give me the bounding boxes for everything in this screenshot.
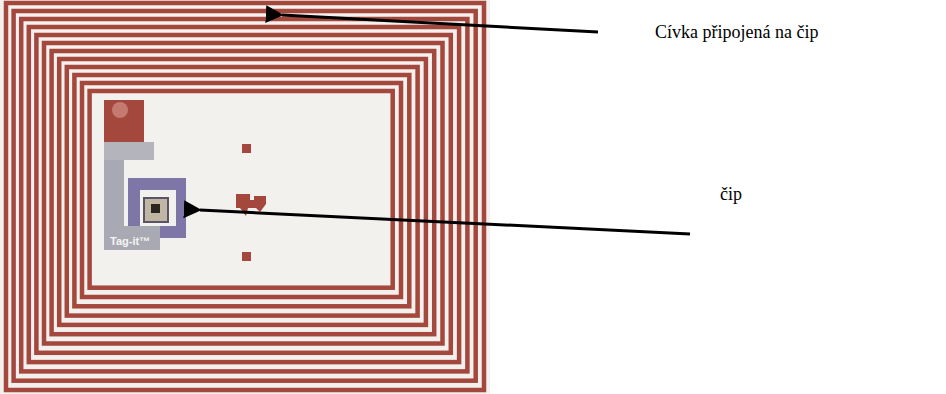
- chip-pad: [128, 178, 186, 238]
- coil-turn: [36, 35, 450, 353]
- alignment-mark: [242, 252, 251, 261]
- antenna-coil: [6, 3, 484, 390]
- callout-label: Cívka připojená na čip: [655, 22, 818, 43]
- coil-turn: [67, 67, 418, 316]
- coil-turn: [82, 83, 401, 297]
- aluminium-strip: [104, 142, 154, 160]
- coil-turn: [59, 59, 426, 325]
- coil-turn: [52, 51, 435, 334]
- leader-arrow: [282, 15, 598, 32]
- chip: [144, 198, 168, 222]
- coil-turn: [29, 27, 459, 362]
- coil-turn: [6, 3, 484, 390]
- bridge-mark: [112, 102, 128, 118]
- product-mark: Tag-it™: [110, 235, 150, 247]
- ti-logo: [254, 196, 266, 212]
- coil-turn: [74, 75, 409, 306]
- coil-turn: [90, 91, 393, 288]
- tag-substrate: [0, 0, 490, 394]
- coil-turn: [21, 19, 467, 371]
- leader-arrow: [200, 210, 690, 234]
- callout-label: čip: [720, 184, 742, 205]
- coil-turn: [44, 43, 443, 344]
- coil-turn: [14, 11, 476, 381]
- alignment-mark: [242, 144, 251, 153]
- chip-die: [151, 204, 160, 213]
